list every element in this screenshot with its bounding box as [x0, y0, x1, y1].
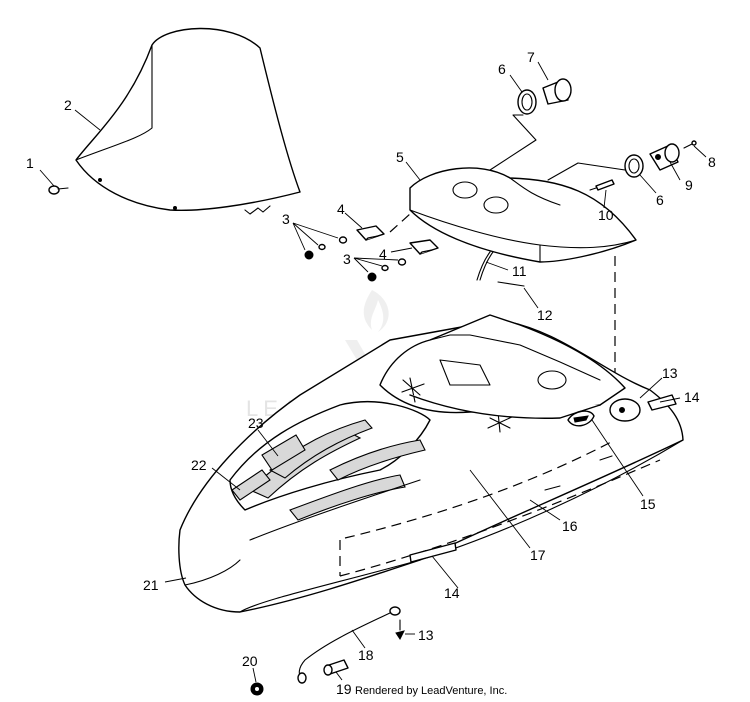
callout-9: 9 — [685, 177, 693, 193]
callout-11: 11 — [512, 263, 527, 279]
decal-14-upper — [647, 394, 677, 411]
callout-1: 1 — [26, 155, 34, 171]
windshield — [75, 27, 301, 215]
bolt-19 — [323, 659, 349, 676]
callout-8: 8 — [708, 154, 716, 170]
callout-14-upper: 14 — [684, 389, 700, 405]
screw-13-lower — [395, 619, 405, 640]
side-mark-16b — [599, 455, 613, 461]
vent-23 — [261, 434, 306, 471]
upper-console — [409, 167, 637, 263]
callout-23: 23 — [248, 415, 264, 431]
callout-7: 7 — [527, 49, 535, 65]
side-mark-16 — [544, 485, 561, 491]
screw-1 — [48, 185, 69, 195]
callout-21: 21 — [143, 577, 159, 593]
callout-5: 5 — [396, 149, 404, 165]
dash-panel — [379, 314, 626, 433]
callout-20: 20 — [242, 653, 258, 669]
gauge-wire-right — [547, 162, 626, 181]
callout-22: 22 — [191, 457, 207, 473]
cable-18 — [297, 606, 401, 684]
gauge-right — [649, 143, 680, 171]
render-credit: Rendered by LeadVenture, Inc. — [355, 685, 507, 697]
gauge-wire-upper — [489, 114, 537, 171]
callouts: 1 2 3 3 4 4 5 6 6 7 8 9 10 11 12 13 13 1… — [26, 49, 716, 697]
leader-lines — [39, 61, 707, 683]
vent-22 — [231, 469, 271, 501]
callout-4-lower: 4 — [379, 246, 387, 262]
callout-17: 17 — [530, 547, 546, 563]
callout-6-upper: 6 — [498, 61, 506, 77]
bulb-8 — [683, 140, 697, 149]
cable-11 — [476, 251, 491, 281]
gauge-ring-right — [624, 154, 644, 178]
callout-14-lower: 14 — [444, 585, 460, 601]
cable-11-b — [479, 251, 494, 281]
nut-20 — [250, 682, 264, 696]
gauge-ring-upper — [517, 89, 537, 115]
callout-3-upper: 3 — [282, 211, 290, 227]
decal-14-lower — [409, 542, 457, 563]
alignment-line-left — [389, 213, 411, 233]
pin-12 — [497, 281, 525, 287]
callout-2: 2 — [64, 97, 72, 113]
callout-12: 12 — [537, 307, 553, 323]
callout-13-upper: 13 — [662, 365, 678, 381]
callout-19: 19 — [336, 681, 352, 697]
latch-15 — [567, 410, 595, 427]
switch-10 — [589, 179, 615, 191]
callout-13-lower: 13 — [418, 627, 434, 643]
callout-6-right: 6 — [656, 192, 664, 208]
fastener-set-upper — [304, 225, 385, 260]
callout-18: 18 — [358, 647, 374, 663]
callout-15: 15 — [640, 496, 656, 512]
callout-4-upper: 4 — [337, 201, 345, 217]
dash-opening-13 — [609, 398, 641, 422]
fastener-set-lower — [367, 239, 439, 282]
gauge-upper — [542, 78, 572, 105]
callout-16: 16 — [562, 518, 578, 534]
callout-3-lower: 3 — [343, 251, 351, 267]
callout-10: 10 — [598, 207, 614, 223]
